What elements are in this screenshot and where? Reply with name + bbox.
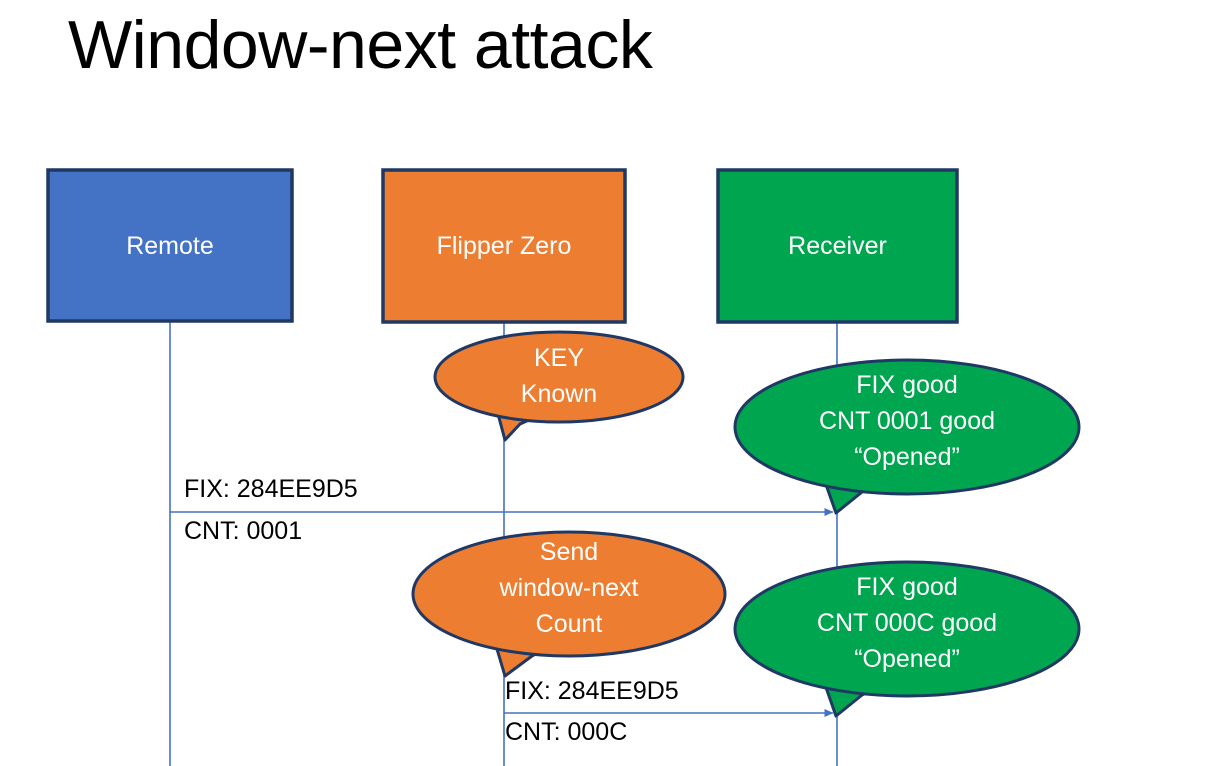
message-2-fix-label: FIX: 284EE9D5: [505, 677, 679, 705]
callout-line: FIX good: [856, 371, 958, 399]
callout-line: KEY: [533, 344, 585, 372]
callout-line: Count: [535, 610, 603, 638]
actor-box-flipper[interactable]: [381, 168, 627, 324]
callout-send-window-next[interactable]: [411, 530, 727, 678]
callout-line: window-next: [499, 574, 639, 602]
actor-box-receiver[interactable]: [716, 168, 959, 324]
page-title: Window-next attack: [68, 7, 653, 83]
callout-line: CNT 000C good: [816, 609, 998, 637]
callout-text-receiver-ack-2: FIX good CNT 000C good “Opened”: [735, 569, 1079, 677]
callout-receiver-ack-2[interactable]: [733, 560, 1081, 718]
callout-line: Known: [520, 380, 598, 408]
actor-box-remote[interactable]: [46, 168, 294, 323]
callout-text-receiver-ack-1: FIX good CNT 0001 good “Opened”: [735, 367, 1079, 475]
callout-key-known[interactable]: [433, 330, 685, 442]
callout-receiver-ack-1[interactable]: [733, 358, 1081, 515]
callout-line: “Opened”: [854, 645, 960, 673]
message-2-cnt-label: CNT: 000C: [505, 718, 628, 746]
actor-label-receiver: Receiver: [788, 232, 887, 260]
callout-line: “Opened”: [854, 443, 960, 471]
message-1-cnt-label: CNT: 0001: [184, 517, 303, 545]
actor-label-remote: Remote: [126, 232, 214, 260]
actor-label-flipper: Flipper Zero: [436, 232, 572, 260]
callout-line: Send: [539, 538, 599, 566]
callout-line: FIX good: [856, 573, 958, 601]
message-1-fix-label: FIX: 284EE9D5: [184, 475, 358, 503]
callout-line: CNT 0001 good: [818, 407, 996, 435]
callout-text-key-known: KEY Known: [435, 340, 683, 412]
callout-text-send-window-next: Send window-next Count: [413, 534, 725, 642]
